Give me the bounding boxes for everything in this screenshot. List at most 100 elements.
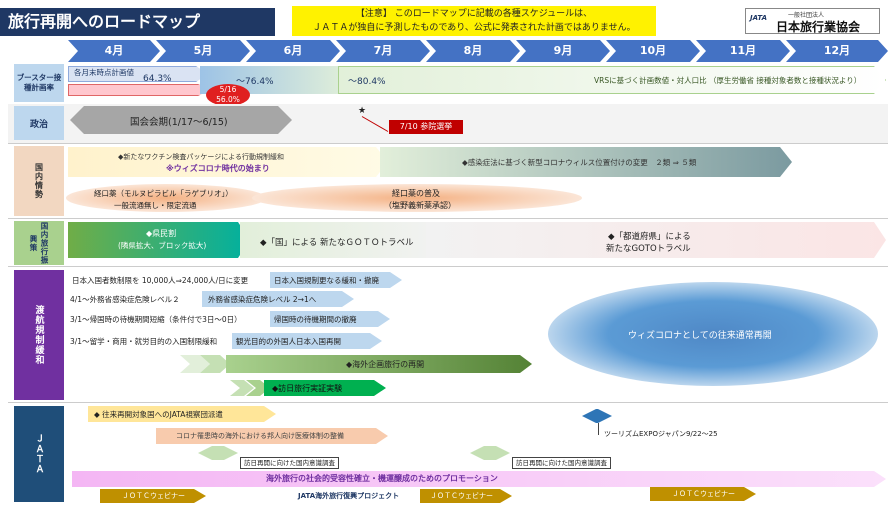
travel-item-3: ◆「都道府県」による (608, 232, 691, 242)
diet-session-arrow (70, 106, 292, 134)
jotc-arrow-2 (420, 489, 512, 503)
booster-actual-badge: 5/16 56.0% (206, 84, 250, 106)
month-10: 10月 (606, 40, 700, 62)
month-6: 6月 (246, 40, 340, 62)
border-arrow-6 (264, 380, 386, 396)
promotion-arrow (72, 471, 886, 487)
row-label-travel: 国内旅行振興策 (14, 221, 64, 265)
oral-drug-1b: 一般流通無し・限定流通 (114, 201, 197, 210)
month-4: 4月 (68, 40, 160, 62)
month-5: 5月 (156, 40, 250, 62)
oral-drug-1a: 経口薬（モルヌピラビル「ラゲブリオ」） (94, 189, 233, 198)
row-label-domestic: 国内情勢 (14, 146, 64, 216)
jata-item-2: コロナ罹患時の海外における邦人向け医療体制の整備 (176, 432, 344, 440)
jata-arrow-2 (156, 428, 388, 444)
chevron-deco (180, 355, 210, 373)
divider (8, 402, 888, 403)
booster-actual-bar (68, 84, 210, 96)
domestic-arrow-2 (380, 147, 792, 177)
row-label-border: 渡航規制緩和 (14, 270, 64, 400)
expo-pointer-line (598, 423, 599, 435)
jotc-label-1: ＪＯＴＣウェビナー (122, 492, 185, 500)
month-8: 8月 (426, 40, 520, 62)
border-arrow-2 (202, 291, 354, 307)
jata-logo-mark: JATA (750, 14, 768, 22)
notice-line-2: ＪＡＴＡが独自に予測したものであり、公式に発表された計画ではありません。 (312, 23, 636, 33)
chevron-deco (200, 355, 230, 373)
oral-drug-2a: 経口薬の普及 (392, 189, 440, 198)
page-title: 旅行再開へのロードマップ (0, 8, 275, 36)
border-item-3b: 帰国時の待機期間の撤廃 (274, 315, 357, 324)
border-item-6: ◆訪日旅行実証実験 (272, 384, 343, 393)
election-badge: 7/10 参院選挙 (389, 120, 463, 134)
oral-drug-cloud-2 (252, 184, 582, 212)
border-arrow-3 (270, 311, 390, 327)
booster-value-2: ～76.4% (236, 77, 274, 87)
travel-item-1: ◆県民割 (146, 229, 177, 238)
badge-value: 56.0% (216, 95, 240, 104)
jotc-label-2: ＪＯＴＣウェビナー (430, 492, 493, 500)
jotc-arrow-3 (650, 487, 756, 501)
row-label-jata: ＪＡＴＡ (14, 406, 64, 502)
jata-arrow-1 (88, 406, 276, 422)
jotc-label-3: ＪＯＴＣウェビナー (672, 490, 735, 498)
travel-item-3b: 新たなGOTOトラベル (606, 244, 691, 254)
logo-sub: 一般社団法人 (788, 12, 825, 19)
divider (8, 218, 888, 219)
travel-arrow-3 (426, 222, 886, 258)
booster-vrs-note: VRSに基づく計画数値・対人口比 （厚生労働省 接種対象者数と接種状況より） (594, 76, 862, 85)
normalization-cloud (548, 282, 878, 386)
logo-name: 日本旅行業協会 (776, 20, 861, 34)
divider (8, 266, 888, 267)
project-label: JATA海外旅行復興プロジェクト (298, 492, 400, 500)
travel-arrow-2 (240, 222, 440, 258)
jata-logo: JATA 一般社団法人 日本旅行業協会 (745, 8, 880, 34)
jata-item-1: ◆ 往来再開対象国へのJATA視察団派遣 (94, 410, 223, 419)
border-arrow-1 (270, 272, 402, 288)
border-item-5: ◆海外企画旅行の再開 (346, 360, 425, 369)
chevron-deco (230, 380, 254, 396)
domestic-item-1b: ※ウィズコロナ時代の始まり (166, 164, 270, 173)
jotc-arrow-1 (100, 489, 206, 503)
border-item-1a: 日本入国者数制限を 10,000人⇒24,000人/日に変更 (72, 276, 249, 285)
domestic-arrow-1 (68, 147, 388, 177)
booster-value-1: 64.3% (143, 74, 172, 84)
election-star-icon: ★ (358, 106, 367, 116)
travel-item-1b: (隣県拡大、ブロック拡大) (118, 241, 207, 250)
travel-arrow-1 (68, 222, 250, 258)
booster-value-3: ～80.4% (348, 77, 386, 87)
border-arrow-4 (232, 333, 382, 349)
notice-line-1: 【注意】 このロードマップに記載の各種スケジュールは、 (355, 9, 593, 19)
diet-session-label: 国会会期(1/17～6/15) (130, 117, 228, 128)
border-item-4a: 3/1～留学・商用・就労目的の入国制限緩和 (70, 337, 218, 346)
oral-drug-2b: （塩野義新薬承認） (384, 201, 456, 210)
normalization-label: ウィズコロナとしての往来通常再開 (628, 331, 772, 341)
border-item-1b: 日本入国規制更なる緩和・撤廃 (274, 276, 379, 285)
border-item-3a: 3/1～帰国時の待機期間短縮（条件付で3日～0日） (70, 315, 242, 324)
expo-label: ツーリズムEXPOジャパン9/22～25 (604, 430, 718, 438)
survey-arrow-2 (470, 446, 510, 460)
border-item-4b: 観光目的の外国人日本入国再開 (236, 337, 341, 346)
booster-plan-label: 各月末時点計画値 (74, 68, 134, 77)
travel-item-2: ◆「国」による 新たなＧＯＴＯトラベル (260, 238, 414, 248)
disclaimer-notice: 【注意】 このロードマップに記載の各種スケジュールは、 ＪＡＴＡが独自に予測した… (292, 6, 656, 36)
month-11: 11月 (696, 40, 790, 62)
expo-double-arrow (582, 409, 612, 423)
project-arrow (290, 489, 420, 503)
booster-bar-3 (338, 66, 886, 94)
row-label-politics: 政治 (14, 106, 64, 140)
domestic-item-1: ◆新たなワクチン検査パッケージによる行動規制緩和 (118, 153, 285, 161)
month-9: 9月 (516, 40, 610, 62)
border-arrow-5 (226, 355, 532, 373)
promotion-label: 海外旅行の社会的受容性確立・機運醸成のためのプロモーション (266, 474, 498, 483)
survey-arrow-1 (198, 446, 238, 460)
survey-box-1: 訪日再開に向けた国内意識調査 (240, 457, 339, 469)
survey-box-2: 訪日再開に向けた国内意識調査 (512, 457, 611, 469)
month-7: 7月 (336, 40, 430, 62)
oral-drug-cloud-1 (66, 184, 266, 212)
border-item-2b: 外務省感染症危険レベル 2→1へ (208, 295, 317, 304)
month-12: 12月 (786, 40, 888, 62)
domestic-item-2: ◆感染症法に基づく新型コロナウィルス位置付けの変更 ２類 ⇒ ５類 (462, 158, 697, 167)
border-item-2a: 4/1～外務省感染症危険レベル２ (70, 295, 180, 304)
row-label-booster: ブースター接種計画率 (14, 64, 64, 102)
